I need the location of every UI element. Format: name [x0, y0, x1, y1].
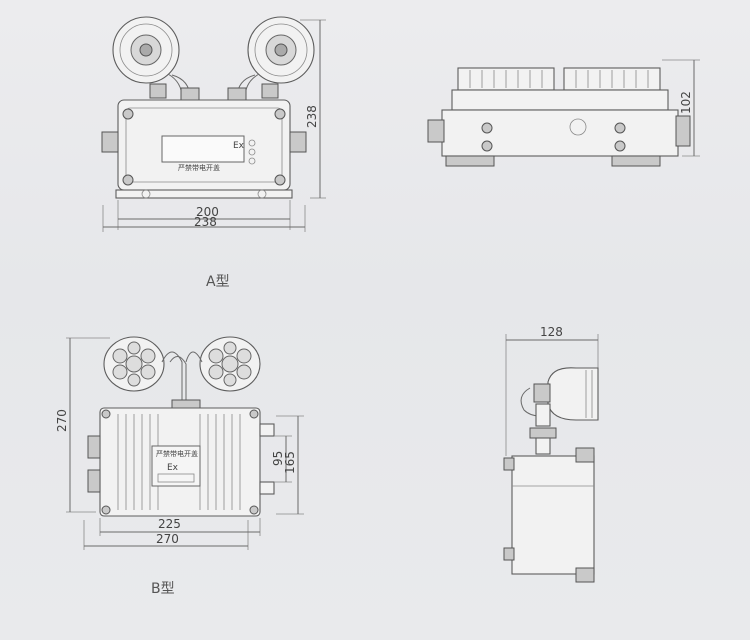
type-b-dim-95: 95: [271, 451, 285, 466]
type-a-side-dim-102: 102: [679, 91, 693, 114]
type-a-side-view: 102: [427, 59, 700, 167]
type-b-dim-270-width: 270: [156, 532, 179, 546]
type-b-ex-mark: Ex: [167, 463, 179, 473]
type-b-dim-165: 165: [283, 451, 297, 474]
type-a-ex-mark: Ex: [233, 141, 245, 151]
type-b-warning-plate: 严禁带电开盖: [156, 449, 198, 458]
type-a-right-lamp-head: [247, 16, 315, 84]
type-a-dim-200: 200: [196, 205, 219, 219]
type-b-left-lamp-head: [103, 336, 165, 392]
type-a-dim-238-height: 238: [305, 105, 319, 128]
type-a-dim-238-width: 238: [194, 215, 217, 229]
type-b-side-dim-128: 128: [540, 325, 563, 339]
type-b-dim-270-height: 270: [55, 409, 69, 432]
type-b-front-view: 严禁带电开盖 Ex 225 270 270 95 165: [55, 336, 304, 550]
type-a-front-view: Ex 严禁带电开盖 200 238 238: [101, 16, 326, 232]
type-b-right-lamp-head: [199, 336, 261, 392]
type-a-label: A型: [206, 274, 230, 290]
type-b-side-view: 128: [503, 325, 599, 583]
type-a-warning-plate: 严禁带电开盖: [178, 163, 220, 172]
type-b-dim-225: 225: [158, 517, 181, 531]
type-b-label: B型: [151, 581, 175, 597]
type-a-left-lamp-head: [112, 16, 180, 84]
